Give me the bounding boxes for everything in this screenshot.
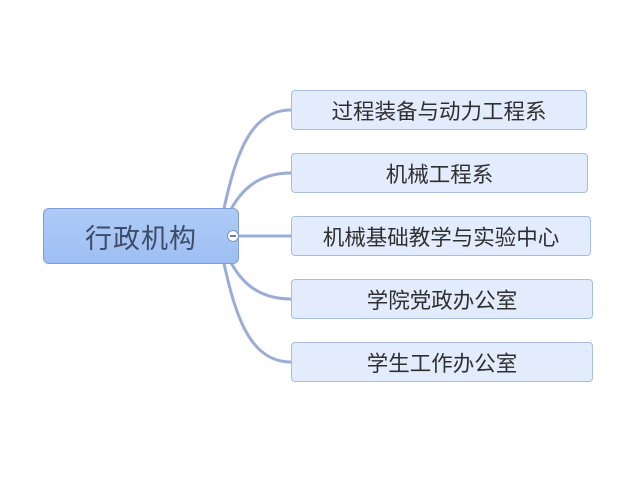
connector-to-child-4 [220,252,293,364]
child-node[interactable]: 学生工作办公室 [291,342,593,382]
child-node-label: 机械工程系 [385,162,494,188]
collapse-toggle-icon[interactable] [227,230,239,242]
child-node[interactable]: 机械基础教学与实验中心 [291,216,591,256]
minus-icon [230,235,236,237]
child-node-label: 学院党政办公室 [366,288,518,314]
child-node-label: 机械基础教学与实验中心 [322,225,560,251]
child-node-label: 学生工作办公室 [366,351,518,377]
root-node-label: 行政机构 [85,223,197,255]
child-node-label: 过程装备与动力工程系 [331,99,547,125]
root-node[interactable]: 行政机构 [43,208,239,264]
connector-to-child-0 [220,108,293,220]
child-node[interactable]: 学院党政办公室 [291,279,593,319]
child-node[interactable]: 机械工程系 [291,153,588,193]
child-node[interactable]: 过程装备与动力工程系 [291,90,587,130]
